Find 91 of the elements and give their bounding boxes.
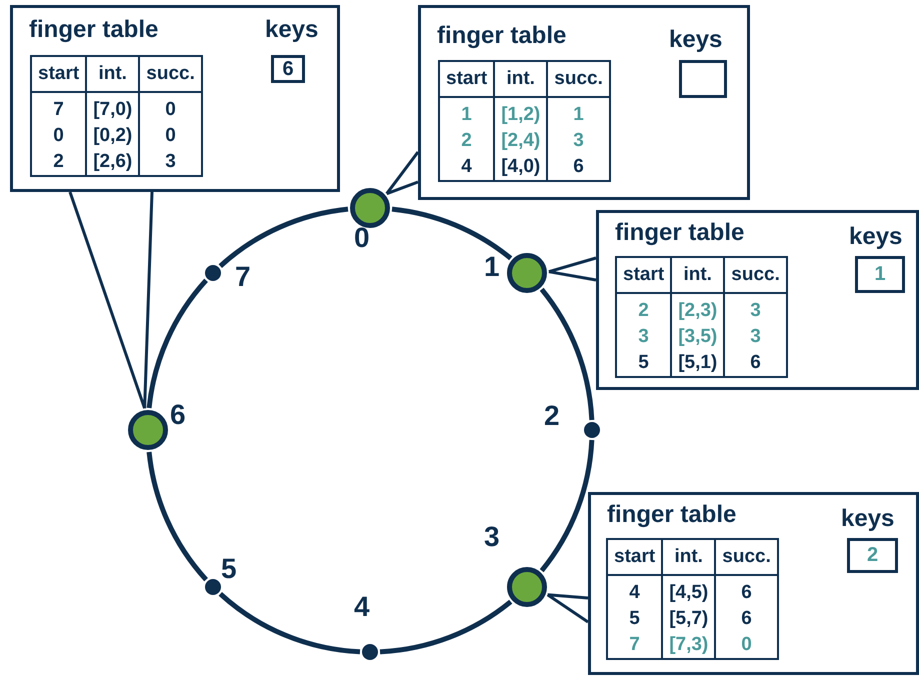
column-header: start	[439, 61, 494, 97]
node-number: 0	[354, 223, 370, 253]
column-header: start	[616, 257, 672, 293]
node-number: 3	[484, 522, 500, 552]
table-value: 2	[439, 128, 494, 154]
table-value: [3,5)	[671, 324, 724, 350]
table-value: 4	[439, 154, 494, 181]
column-header: succ.	[547, 61, 610, 97]
keys-heading: keys	[265, 16, 318, 44]
table-value: 3	[547, 128, 610, 154]
keys-heading: keys	[669, 26, 722, 54]
table-value: [0,2)	[86, 123, 140, 149]
table-value: 4	[607, 575, 662, 606]
table-value: 5	[616, 350, 672, 377]
table-value: 1	[439, 97, 494, 128]
table-value: 6	[715, 606, 778, 632]
column-header: succ.	[715, 539, 778, 575]
table-value: 0	[715, 632, 778, 659]
callout-panel	[588, 492, 919, 675]
callout-panel	[418, 5, 750, 200]
key-box	[271, 55, 305, 83]
ring-arc	[540, 288, 594, 420]
node-number: 2	[544, 401, 560, 431]
key-box	[855, 256, 905, 293]
panel-title: finger table	[607, 501, 736, 529]
table-value: 1	[547, 97, 610, 128]
column-header: succ.	[139, 56, 202, 92]
table-value: 3	[724, 324, 787, 350]
table-value: 6	[724, 350, 787, 377]
table-value: [2,3)	[671, 293, 724, 324]
table-value: [5,7)	[662, 606, 716, 632]
table-value: 2	[31, 149, 86, 176]
column-header: int.	[494, 61, 548, 97]
table-value: [5,1)	[671, 350, 724, 377]
table-value: [4,0)	[494, 154, 548, 181]
table-value: [7,0)	[86, 92, 140, 123]
callout-panel	[596, 210, 919, 390]
column-header: int.	[671, 257, 724, 293]
finger-table	[606, 538, 779, 660]
column-header: start	[607, 539, 662, 575]
leader-line	[547, 256, 598, 282]
keys-heading: keys	[849, 223, 902, 251]
table-value: 3	[139, 149, 202, 176]
table-value: 3	[724, 293, 787, 324]
ring-arc	[540, 440, 594, 572]
table-value: [7,3)	[662, 632, 716, 659]
key-box	[847, 538, 898, 573]
ring-arc	[218, 592, 360, 654]
leader-line	[68, 190, 154, 410]
table-value: 7	[31, 92, 86, 123]
leader-line	[385, 150, 420, 196]
ring-arc	[146, 452, 208, 582]
column-header: int.	[86, 56, 140, 92]
node-number: 4	[354, 592, 370, 622]
table-value: 0	[31, 123, 86, 149]
column-header: succ.	[724, 257, 787, 293]
table-value: 6	[715, 575, 778, 606]
ring-arc	[392, 206, 512, 260]
finger-table	[30, 55, 203, 177]
table-value: 0	[139, 92, 202, 123]
ring-arc	[380, 600, 512, 654]
leader-line	[546, 593, 590, 624]
key-value: 2	[866, 544, 878, 567]
empty-key-box	[679, 60, 727, 98]
table-value: [4,5)	[662, 575, 716, 606]
ring-arc	[218, 206, 348, 268]
panel-title: finger table	[615, 219, 744, 247]
column-header: start	[31, 56, 86, 92]
finger-table	[615, 256, 788, 378]
panel-title: finger table	[29, 16, 158, 44]
table-value: [1,2)	[494, 97, 548, 128]
node-number: 1	[484, 252, 500, 282]
keys-heading: keys	[841, 505, 894, 533]
table-value: 5	[607, 606, 662, 632]
table-value: 7	[607, 632, 662, 659]
node-number: 5	[221, 554, 237, 584]
column-header: int.	[662, 539, 716, 575]
table-value: 6	[547, 154, 610, 181]
table-value: 0	[139, 123, 202, 149]
panel-title: finger table	[437, 22, 566, 50]
table-value: 3	[616, 324, 672, 350]
table-value: 2	[616, 293, 672, 324]
ring-arc	[146, 278, 208, 408]
table-value: [2,6)	[86, 149, 140, 176]
node-number: 6	[170, 400, 186, 430]
key-value: 1	[874, 263, 886, 286]
key-value: 6	[282, 58, 294, 80]
table-value: [2,4)	[494, 128, 548, 154]
finger-table	[438, 60, 611, 182]
node-number: 7	[235, 262, 251, 292]
callout-panel	[10, 5, 340, 192]
